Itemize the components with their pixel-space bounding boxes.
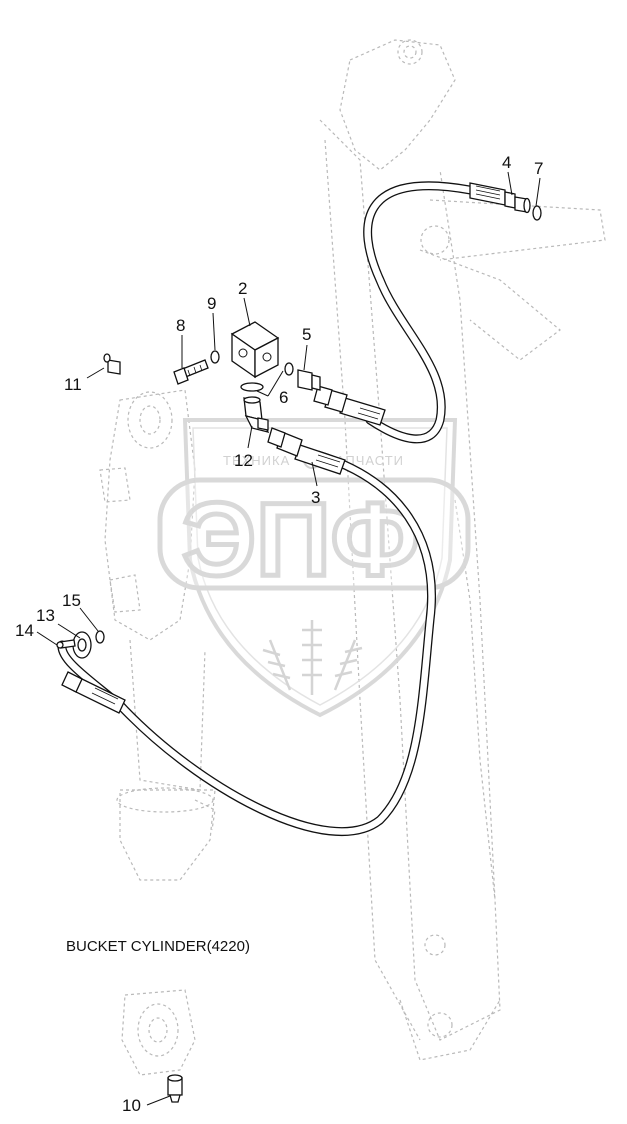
callout-2: 2: [238, 279, 247, 298]
callouts: 2 3 4 5 6 7 8 9 10 11 12 13 14 15: [15, 153, 543, 1115]
hose-upper: [363, 181, 475, 444]
callout-12: 12: [234, 451, 253, 470]
hose-upper-start-fitting: [313, 385, 386, 426]
callout-7: 7: [534, 159, 543, 178]
elbow-part-12: [243, 396, 270, 433]
grease-fitting-part-11: [103, 353, 121, 375]
ghost-boom-arm: [319, 39, 606, 1061]
callout-9: 9: [207, 294, 216, 313]
watermark-shield: [182, 418, 458, 718]
callout-8: 8: [176, 316, 185, 335]
callout-14: 14: [15, 621, 34, 640]
flange-part-13: [72, 631, 92, 659]
block-part-2: [230, 321, 280, 379]
bolt-part-14: [56, 639, 76, 649]
oring-part-6b: [284, 362, 294, 376]
bolt-part-8: [173, 359, 209, 385]
watermark-wheat-icon: [262, 620, 363, 695]
callout-5: 5: [302, 325, 311, 344]
hose-lower-end-fitting: [61, 671, 126, 714]
washer-part-9: [210, 350, 220, 364]
watermark-left-text: ТЕХНИКА: [223, 453, 290, 468]
callout-3: 3: [311, 488, 320, 507]
ghost-pivot-block: [121, 989, 196, 1076]
callout-15: 15: [62, 591, 81, 610]
callout-6: 6: [279, 388, 288, 407]
oring-part-7: [532, 205, 542, 221]
oring-part-15: [95, 630, 105, 644]
grease-fitting-part-10: [167, 1074, 183, 1103]
callout-10: 10: [122, 1096, 141, 1115]
callout-11: 11: [64, 375, 82, 394]
hose-upper-end-fitting: [469, 182, 531, 214]
oring-part-6: [240, 382, 264, 392]
callout-13: 13: [36, 606, 55, 625]
watermark: ТЕХНИКА ЗАПЧАСТИ ЭПФ: [157, 418, 471, 718]
leader-lines: [36, 171, 541, 1106]
watermark-logo-text: ЭПФ: [182, 482, 420, 598]
adapter-part-5: [297, 369, 321, 391]
hose-lower-start-fitting: [267, 427, 346, 475]
diagram-caption: BUCKET CYLINDER(4220): [66, 938, 250, 955]
callout-4: 4: [502, 153, 511, 172]
ghost-bucket-cylinder: [99, 389, 216, 881]
